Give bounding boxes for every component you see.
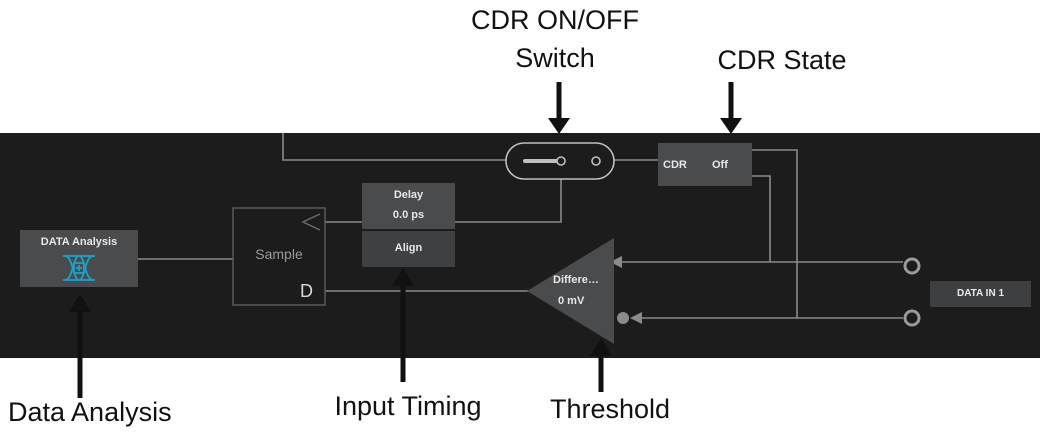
comparator-value[interactable]: 0 mV	[558, 295, 585, 307]
comparator-triangle	[527, 238, 614, 344]
annotation-threshold: Threshold	[549, 394, 671, 424]
arrow-head-bottom	[630, 312, 642, 324]
wire-top	[282, 133, 506, 161]
data-analysis-title: DATA Analysis	[40, 236, 118, 248]
annotation-data-analysis: Data Analysis	[8, 397, 172, 427]
delay-block[interactable]: Delay 0.0 ps	[362, 183, 455, 229]
threshold-node	[617, 312, 629, 324]
sample-d-port: D	[300, 281, 313, 301]
align-label: Align	[394, 242, 423, 254]
sample-label: Sample	[255, 246, 303, 262]
wire-cdr-right-2	[752, 175, 771, 262]
annotation-cdr-switch: CDR ON/OFF Switch	[450, 4, 660, 74]
sample-block	[232, 207, 326, 306]
input-port-top	[903, 257, 921, 275]
data-analysis-block[interactable]: DATA Analysis	[20, 230, 138, 287]
align-button[interactable]: Align	[362, 231, 455, 267]
wire-switch-delay	[455, 162, 562, 223]
annotation-input-timing: Input Timing	[334, 391, 482, 421]
cdr-state-value: Off	[712, 159, 728, 171]
annotation-cdr-switch-line1: CDR ON/OFF	[471, 5, 639, 35]
annotation-cdr-state: CDR State	[717, 45, 847, 75]
cdr-state-block[interactable]: CDR Off	[658, 143, 752, 186]
comparator-label: Differe…	[553, 274, 599, 286]
data-in-block[interactable]: DATA IN 1	[930, 281, 1031, 307]
arrow-head-top	[610, 256, 622, 268]
data-in-label: DATA IN 1	[956, 288, 1005, 299]
delay-title: Delay	[393, 189, 424, 201]
cdr-label: CDR	[663, 159, 687, 171]
eye-diagram-icon	[63, 255, 95, 281]
delay-value: 0.0 ps	[392, 209, 425, 221]
clock-input-icon	[301, 213, 321, 231]
input-port-bottom	[903, 309, 921, 327]
annotation-cdr-switch-line2: Switch	[515, 43, 595, 73]
